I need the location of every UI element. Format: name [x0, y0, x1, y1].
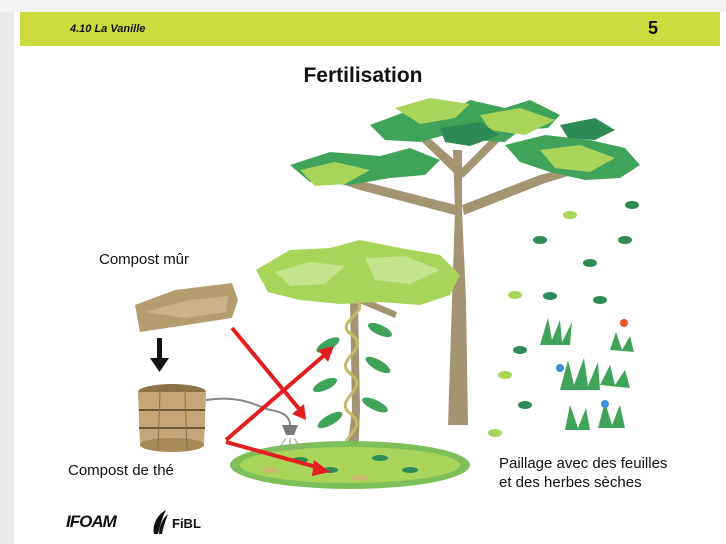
- fibl-leaf-icon: [150, 508, 170, 536]
- down-arrow: [150, 338, 169, 372]
- ifoam-logo: IFOAM: [66, 512, 116, 532]
- fibl-logo: FiBL: [150, 508, 220, 536]
- label-compost-the: Compost de thé: [68, 461, 174, 480]
- fibl-logo-text: FiBL: [172, 516, 201, 531]
- tea-compost-barrel: [138, 384, 206, 452]
- label-paillage: Paillage avec des feuilles et des herbes…: [499, 454, 679, 492]
- label-compost-mur: Compost mûr: [99, 250, 189, 269]
- flowers: [556, 319, 628, 408]
- falling-leaves: [488, 201, 639, 437]
- grass-clumps: [540, 318, 634, 430]
- compost-block: [135, 283, 238, 332]
- mulch-pile: [230, 441, 470, 489]
